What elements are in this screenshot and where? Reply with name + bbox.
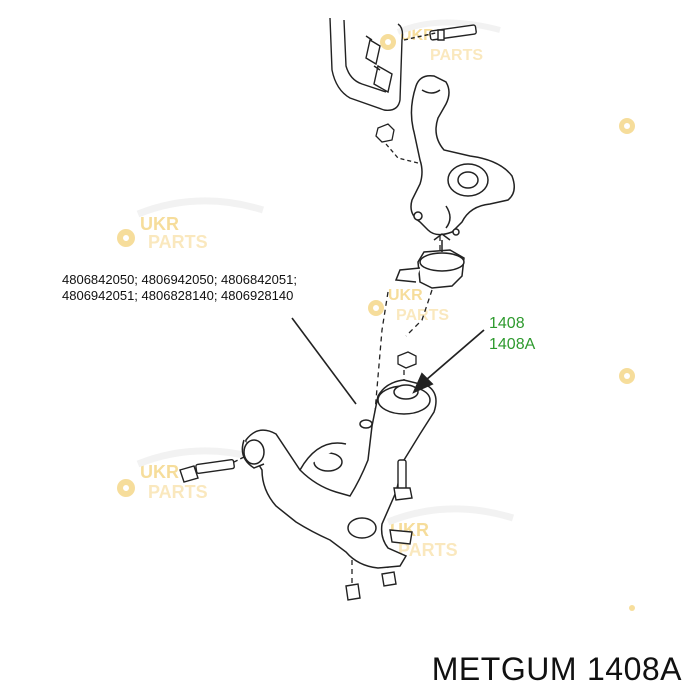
svg-text:PARTS: PARTS [148,482,208,502]
svg-text:UKR: UKR [140,214,179,234]
oem-part-numbers: 4806842050; 4806942050; 4806842051; 4806… [62,272,297,304]
steering-knuckle [410,74,515,236]
ball-joint [394,233,465,289]
strut-bolt [403,24,477,41]
callout-leader-arrow [412,329,485,394]
lower-control-arm [241,379,437,569]
svg-text:PARTS: PARTS [430,47,483,64]
front-bolt [179,455,247,483]
strut-assembly [329,17,404,111]
callout-number: 1408 [489,315,525,332]
svg-text:PARTS: PARTS [398,540,458,560]
svg-text:UKR: UKR [388,287,423,304]
watermark-logo: UKR PARTS [117,447,265,502]
nut [397,351,417,369]
svg-text:UKR: UKR [400,27,435,44]
callout-number: 1408A [489,336,536,353]
svg-text:UKR: UKR [140,462,179,482]
watermark-logo: UKR PARTS [368,287,449,324]
watermark-logo: UKR PARTS [380,19,501,64]
vertical-bolt [393,459,413,501]
part-number-line: 4806842050; 4806942050; 4806842051; [62,272,297,287]
product-part-number: 1408A [586,651,682,687]
svg-text:PARTS: PARTS [396,307,449,324]
svg-text:PARTS: PARTS [148,232,208,252]
nut [375,123,431,167]
rear-bolt [345,529,413,601]
brand-name: METGUM [431,651,577,687]
callout-label: 1408 1408A [489,313,535,355]
watermark-gear-icon [619,118,635,611]
part-number-leader [291,317,357,405]
watermark-logo: UKR PARTS [117,197,265,252]
part-number-line: 4806942051; 4806828140; 4806928140 [62,288,294,303]
